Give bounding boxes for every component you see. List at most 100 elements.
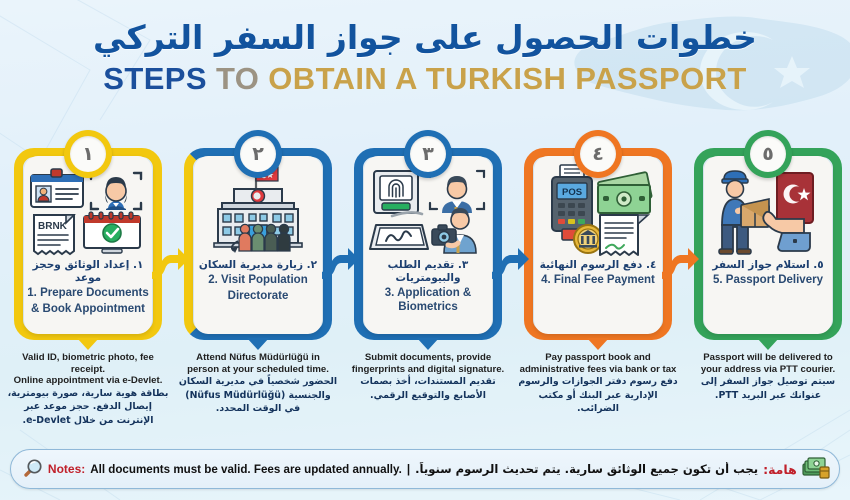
fee-receipt-icon: BRNK [33, 214, 76, 256]
step-caption: ١. إعداد الوثائق وحجز موعد 1. Prepare Do… [25, 259, 151, 316]
step-desc-english-line2: person at your scheduled time. [187, 363, 329, 375]
step-description: Passport will be delivered to your addre… [682, 352, 850, 402]
queue-people-icon [230, 223, 291, 253]
step-card-2[interactable]: ٢ [172, 130, 344, 440]
step-illustration: BRNK [28, 163, 148, 259]
step-caption: ٤. دفع الرسوم النهائية 4. Final Fee Paym… [535, 259, 661, 288]
step-card-body: POS [534, 156, 662, 334]
notes-text-arabic: يجب أن تكون جميع الوثائق سارية. يتم تحدي… [415, 462, 759, 476]
step-title-english: 4. Final Fee Payment [541, 274, 655, 286]
arrow-step2-to-step3-glyph [322, 248, 359, 279]
arrow-step4-to-step5-glyph [662, 248, 699, 279]
step-title-english: 3. Application & Biometrics [384, 287, 472, 313]
step-card-body: ٥. استلام جواز السفر 5. Passport Deliver… [704, 156, 832, 334]
step1-icon-group: BRNK [30, 168, 143, 256]
title-word-to: TO [215, 61, 260, 96]
step-number-badge: ٥ [744, 130, 792, 178]
arrow-step1-to-step2-glyph [152, 248, 189, 279]
step-title-english: 1. Prepare Documents [27, 287, 149, 299]
svg-text:POS: POS [562, 187, 582, 198]
step-title-english-line2: Directorate [227, 289, 289, 302]
step-desc-arabic-line2: الإدارية عبر البنك أو مكتب [538, 389, 658, 401]
online-appointment-icon [83, 211, 141, 254]
step-card-4[interactable]: ٤ POS [512, 130, 684, 440]
step-number-badge: ٢ [234, 130, 282, 178]
step-pointer [247, 338, 269, 350]
title-word-steps: STEPS [103, 61, 207, 96]
arrow-step3-to-step4-glyph [492, 248, 529, 279]
step-title-english: 2. Visit Population [208, 274, 308, 286]
step-number: ٤ [580, 136, 616, 172]
step-desc-arabic-line1: سيتم توصيل جواز السفر إلى [700, 376, 836, 388]
step3-icon-group [369, 169, 486, 254]
step2-icon-group [213, 166, 303, 253]
step-desc-arabic-line2: والجنسية (Nüfus Müdürlüğü) [185, 389, 331, 401]
step-number: ٣ [410, 136, 446, 172]
arrow-step1-to-step2 [150, 238, 190, 282]
hand-holding-passport-icon [762, 172, 814, 252]
important-notes-bar: Important Notes: All documents must be v… [10, 449, 840, 489]
signature-pad-icon [369, 211, 429, 250]
step-caption: ٣. تقديم الطلب والبيومتريات 3. Applicati… [365, 259, 491, 314]
step-pointer [417, 338, 439, 350]
step-pointer [587, 338, 609, 350]
photographer-icon [431, 208, 477, 254]
step-title-arabic-line2: والبيومتريات [395, 272, 461, 284]
page-title-arabic: خطوات الحصول على جواز السفر التركي [93, 18, 757, 57]
step-card-body: ٣. تقديم الطلب والبيومتريات 3. Applicati… [364, 156, 492, 334]
banknotes-icon [597, 171, 653, 214]
money-stack-icon [802, 457, 830, 479]
page-header: خطوات الحصول على جواز السفر التركي STEPS… [0, 0, 850, 122]
arrow-step3-to-step4 [490, 238, 530, 282]
step-desc-arabic-line1: بطاقة هوية سارية، صورة بيومترية، [7, 387, 169, 399]
step-card-1[interactable]: ١ [2, 130, 174, 440]
svg-text:BRNK: BRNK [38, 221, 68, 232]
step-desc-english-line1: Submit documents, provide [364, 352, 492, 363]
step-description: Valid ID, biometric photo, fee receipt. … [2, 352, 174, 427]
step-number-badge: ٤ [574, 130, 622, 178]
step-title-arabic: ٥. استلام جواز السفر [712, 259, 824, 271]
id-card-icon [30, 168, 84, 208]
step-desc-arabic-line2: عنوانك عبر البريد PTT. [714, 389, 822, 401]
step-illustration [198, 163, 318, 259]
step-title-arabic: ٢. زيارة مديرية السكان [198, 259, 318, 271]
step-card-3[interactable]: ٣ [342, 130, 514, 440]
step-desc-arabic-line2: الأصابع والتوقيع الرقمي. [370, 389, 486, 401]
courier-delivery-icon [718, 170, 770, 255]
step-desc-arabic-line3: الإنترنت من خلال e-Devlet. [22, 414, 154, 426]
step-illustration [368, 163, 488, 259]
notes-separator: | [406, 462, 411, 476]
step-desc-english-line2: your address via PTT courier. [700, 363, 836, 375]
step-desc-arabic-line2: إيصال الدفع. حجز موعد عبر [24, 401, 152, 413]
step-title-english-line2: & Book Appointment [31, 302, 145, 315]
step-number-badge: ٣ [404, 130, 452, 178]
step-desc-arabic-line3: في الوقت المحدد. [215, 403, 301, 414]
step-title-english: 5. Passport Delivery [713, 274, 823, 286]
step-card-5[interactable]: ٥ ٥. استلام [682, 130, 850, 440]
step4-icon-group: POS [551, 164, 653, 256]
step-pointer [77, 338, 99, 350]
notes-label-arabic: ملاحظات هامة: [763, 461, 801, 477]
step-desc-arabic-line1: الحضور شخصياً في مديرية السكان [178, 376, 338, 388]
step-number: ٥ [750, 136, 786, 172]
step-number-badge: ١ [64, 130, 112, 178]
step-desc-english-line2: fingerprints and digital signature. [351, 363, 505, 375]
step-illustration [708, 163, 828, 259]
step-description: Attend Nüfus Müdürlüğü in person at your… [172, 352, 344, 415]
page-title-english: STEPS TO OBTAIN A TURKISH PASSPORT [103, 61, 746, 97]
step-card-body: BRNK ١. إعداد الوثائق وحجز موعد 1. Prepa… [24, 156, 152, 334]
step-desc-arabic-line1: دفع رسوم دفتر الجوازات والرسوم [518, 376, 678, 388]
step-desc-english-line1: Attend Nüfus Müdürlüğü in [196, 352, 320, 363]
magnifier-icon [24, 459, 42, 477]
step-caption: ٥. استلام جواز السفر 5. Passport Deliver… [705, 259, 831, 288]
notes-label-english: Important Notes: [45, 462, 86, 476]
step5-icon-group [718, 170, 814, 255]
step-card-body: ٢. زيارة مديرية السكان 2. Visit Populati… [194, 156, 322, 334]
arrow-step2-to-step3 [320, 238, 360, 282]
step-number: ٢ [240, 136, 276, 172]
step-title-arabic: ١. إعداد الوثائق وحجز موعد [32, 259, 144, 284]
steps-row: ١ [0, 130, 850, 440]
step-description: Pay passport book and administrative fee… [512, 352, 684, 415]
step-caption: ٢. زيارة مديرية السكان 2. Visit Populati… [195, 259, 321, 303]
step-pointer [757, 338, 779, 350]
